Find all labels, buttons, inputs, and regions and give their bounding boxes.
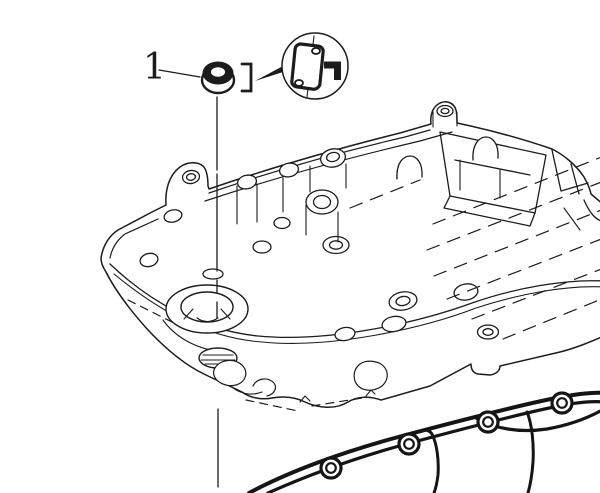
bracket-symbol [240, 62, 253, 93]
rim-dome-bumps [396, 136, 499, 180]
crankcase-drawing [100, 101, 600, 412]
gasket-bolt-holes [319, 391, 574, 480]
crankcase-outline [100, 101, 600, 408]
callout-leader-line [158, 69, 201, 78]
top-recess-lines [439, 131, 600, 227]
skirt-lobes [213, 359, 388, 397]
gasket-cutout-edge [420, 428, 440, 493]
gasket-outer-edge [247, 390, 600, 493]
pump-bore [165, 284, 249, 334]
detail-circle-badge [281, 32, 349, 100]
callout-1: 1 [143, 32, 349, 488]
part-ref-label: 1 [143, 47, 166, 88]
pin-with-clip-icon [290, 35, 341, 98]
gasket-drawing [247, 390, 600, 493]
pointer-wedge [255, 66, 283, 81]
seal-grommet-icon [200, 61, 236, 95]
flange-bolt-holes [139, 104, 500, 342]
callout-vertical-line [216, 96, 219, 488]
gasket-cutout-edge [525, 410, 535, 493]
gasket-inner-edge [266, 400, 600, 493]
hatch-dashed-lines [127, 156, 600, 412]
